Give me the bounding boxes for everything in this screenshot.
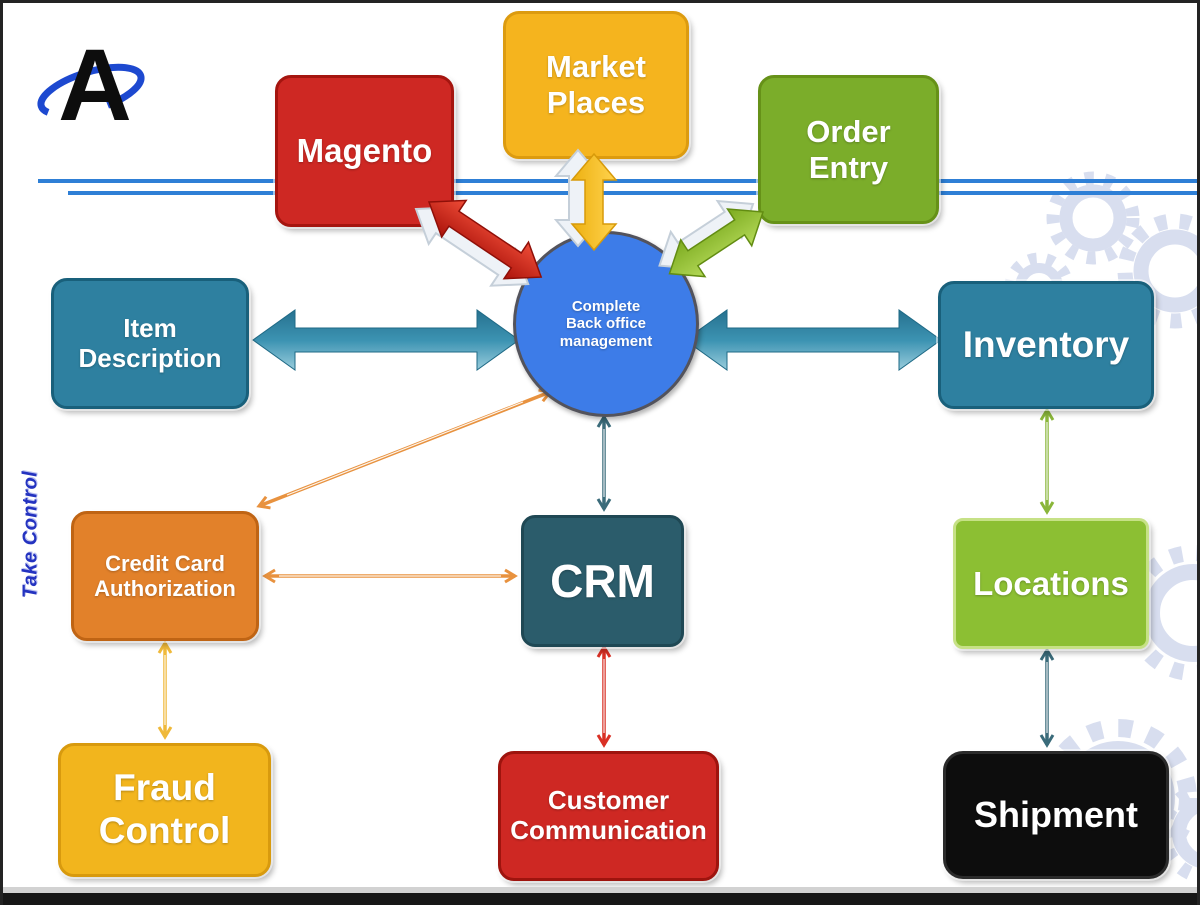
- gear-icon: [1117, 213, 1197, 329]
- node-item-description-label: Item Description: [78, 312, 222, 373]
- node-locations: Locations: [953, 518, 1149, 649]
- node-crm: CRM: [521, 515, 684, 647]
- node-order-entry: Order Entry: [758, 75, 939, 224]
- node-fraud-control-label: Fraud Control: [98, 767, 231, 851]
- company-logo: A: [31, 25, 171, 145]
- tagline-text: Take Control: [19, 470, 42, 599]
- node-item-description: Item Description: [51, 278, 249, 409]
- gear-icon: [1046, 171, 1140, 265]
- node-customer-communication: Customer Communication: [498, 751, 719, 881]
- node-magento: Magento: [275, 75, 454, 227]
- node-crm-label: CRM: [550, 554, 655, 607]
- node-market-places: Market Places: [503, 11, 689, 159]
- node-shipment-label: Shipment: [973, 794, 1138, 836]
- node-inventory: Inventory: [938, 281, 1154, 409]
- connector-center-inventory: [684, 309, 942, 371]
- connector-center-creditcard: [256, 388, 553, 510]
- node-magento-label: Magento: [296, 132, 433, 170]
- node-customer-communication-label: Customer Communication: [510, 785, 707, 845]
- node-inventory-label: Inventory: [962, 323, 1130, 365]
- node-credit-card-label: Credit Card Authorization: [94, 550, 236, 601]
- double-rule: [38, 179, 1197, 195]
- node-fraud-control: Fraud Control: [58, 743, 271, 877]
- node-shipment: Shipment: [943, 751, 1169, 879]
- node-locations-label: Locations: [973, 564, 1129, 602]
- logo-letter: A: [58, 28, 132, 142]
- footer-rule: [3, 887, 1197, 893]
- node-credit-card-authorization: Credit Card Authorization: [71, 511, 259, 641]
- node-market-places-label: Market Places: [546, 49, 646, 120]
- node-center-hub-label: Complete Back office management: [559, 298, 653, 350]
- footer-bar: [3, 893, 1197, 905]
- tagline-take-control: Take Control: [20, 445, 43, 625]
- connector-itemdescription-center: [252, 309, 520, 371]
- node-order-entry-label: Order Entry: [806, 113, 891, 185]
- logo-swoosh: [37, 63, 145, 119]
- node-center-hub: Complete Back office management: [513, 231, 699, 417]
